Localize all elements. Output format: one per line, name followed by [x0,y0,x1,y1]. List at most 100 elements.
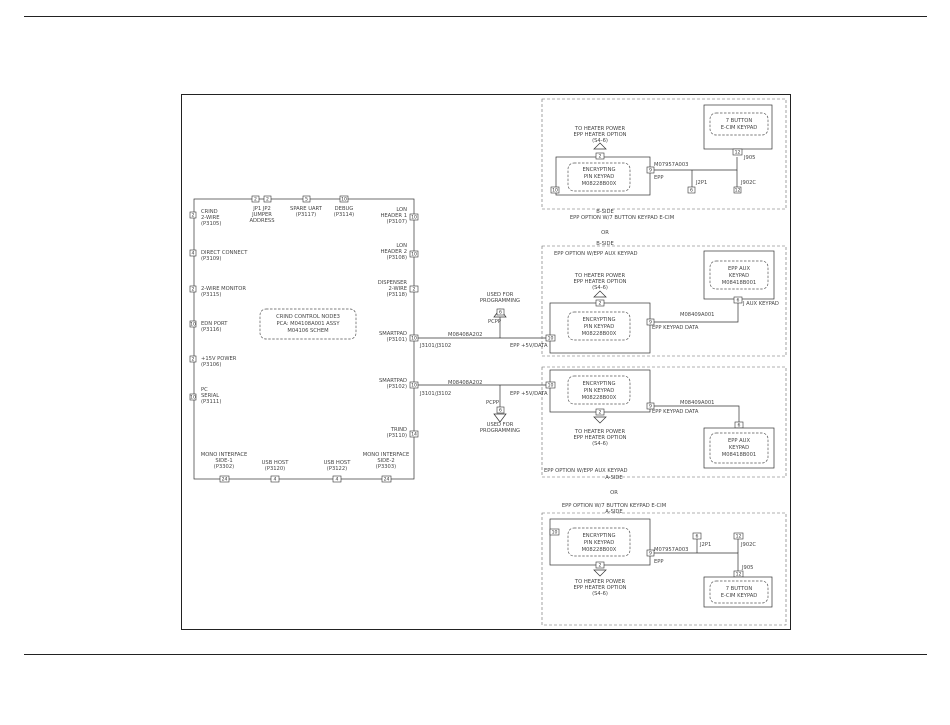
block-b-side-aux: B-SIDE EPP OPTION W/EPP AUX KEYPAD TO HE… [541,241,787,357]
port-label: (P3120) [265,466,285,472]
pin-number: 6 [737,298,740,304]
port-lon-header-1: 10 LON HEADER 1 (P3107) [380,207,419,225]
pin-number: 2 [599,410,602,416]
port-label: (P3108) [387,255,407,261]
block-title: B-SIDE [596,241,614,247]
keypad-box [703,104,773,150]
port-label: (P3106) [201,362,221,368]
epp-tag: EPP [654,559,664,565]
port-direct-connect: 4 DIRECT CONNECT (P3109) [189,249,248,262]
epp-label-box [567,375,631,405]
keypad-label-box [709,112,769,136]
port-label: HEADER 2 [380,249,407,255]
wiring-diagram-frame: CRIND CONTROL NODE3 PCA: M04108A001 ASSY… [181,94,791,630]
heater-label: (S4-6) [592,591,608,597]
pin-number: 14 [411,432,417,438]
port-debug: 10 DEBUG (P3114) [334,195,354,218]
heater-label: EPP HEATER OPTION [573,585,626,591]
block-title: EPP OPTION W/7 BUTTON KEYPAD E-CIM [570,215,674,221]
epp-label: ENCRYPTING [583,533,616,539]
connector-label: J905 [741,565,753,571]
pcpp-pin: 6 [499,408,502,414]
pin-number: 9 [649,551,652,557]
epp-label-box [567,162,631,192]
block-outline [541,98,787,210]
port-label: HEADER 1 [380,213,407,219]
pcpp-pin: 6 [499,310,502,316]
cable-part-label: M08408A202 [448,332,482,338]
epp-label-box [567,527,631,557]
port-label: SMARTPAD [379,331,407,337]
pin-number: 10 [190,322,196,328]
epp-label: M08228B00X [582,547,617,553]
port-label: JUMPER [251,212,272,218]
pin-number: 5 [305,197,308,203]
port-label: ADDRESS [249,218,274,224]
pin-number: 2 [413,287,416,293]
lower-smartpad-cable: 6 PCPP USED FOR PROGRAMMING M08408A202 J… [418,380,550,434]
block-a-side-ecim: EPP OPTION W/7 BUTTON KEYPAD E-CIM A-SID… [541,503,787,626]
aux-keypad-box [703,427,775,469]
port-usb-host-p3120: USB HOST (P3120) 4 [262,460,290,483]
port-label: TRIND [390,427,407,433]
aux-label-box [709,432,769,464]
data-label: EPP KEYPAD DATA [652,409,699,415]
heater-label: TO HEATER POWER [574,579,626,585]
port-label: (P3110) [387,433,407,439]
pin-number: 9 [649,404,652,410]
cable-connector-label: J3101/J3102 [419,391,451,397]
port-label: SIDE-2 [377,458,394,464]
epp-tag: EPP [654,175,664,181]
board-title-line: CRIND CONTROL NODE3 [276,314,340,320]
upper-smartpad-cable: 6 PCPP USED FOR PROGRAMMING M08408A202 J… [418,292,550,349]
block-outline [541,512,787,626]
keypad-label-box [709,580,769,604]
epp-label: PIN KEYPAD [584,388,614,394]
heater-label: TO HEATER POWER [574,273,626,279]
block-title: EPP OPTION W/EPP AUX KEYPAD [544,468,628,474]
port-trind: 14 TRIND (P3110) [387,427,419,439]
port-mono-interface-side-1: MONO INTERFACE SIDE-1 (P3302) 24 [201,452,248,483]
port-15v-power: 2 +15V POWER (P3106) [189,355,237,368]
cable-data-label: EPP +5V/DATA [510,391,548,397]
aux-label: EPP AUX [728,438,751,444]
connector-label: J2P1 [699,542,711,548]
epp-label: M08228B00X [582,395,617,401]
port-label: SPARE UART [290,206,323,212]
port-jumper-address: 2 2 JP1 JP2 JUMPER ADDRESS [249,195,275,224]
port-label: EDN PORT [201,321,228,327]
pin-number: 2 [266,197,269,203]
port-dispenser-2wire: 2 DISPENSER 2-WIRE (P3118) [378,280,419,298]
epp-box [549,518,651,566]
port-label: MONO INTERFACE [363,452,410,458]
epp-label: ENCRYPTING [583,317,616,323]
epp-label: PIN KEYPAD [584,174,614,180]
keypad-label: E-CIM KEYPAD [721,125,758,131]
pin-number: 2 [599,154,602,160]
heater-label: (S4-6) [592,138,608,144]
epp-label: ENCRYPTING [583,381,616,387]
used-for-label: USED FOR [487,422,514,428]
heater-label: (S4-6) [592,285,608,291]
board-title-line: PCA: M04108A001 ASSY [277,321,341,327]
port-label: LON [396,243,407,249]
or-label: OR [610,490,618,496]
pin-number: 10 [411,336,417,342]
pin-number: 2 [192,213,195,219]
board-title-line: M04106 SCHEM [287,328,328,334]
epp-label: ENCRYPTING [583,167,616,173]
heater-label: EPP HEATER OPTION [573,279,626,285]
cable-part-label: M08408A202 [448,380,482,386]
connector-label: J2P1 [695,180,707,186]
port-mono-interface-side-2: MONO INTERFACE SIDE-2 (P3303) 24 [363,452,410,483]
block-title: EPP OPTION W/7 BUTTON KEYPAD E-CIM [562,503,666,509]
port-label: (P3116) [201,327,221,333]
pin-number: 24 [384,477,390,483]
aux-keypad-box [703,250,775,300]
port-pc-serial: 10 PC SERIAL (P3111) [189,387,221,405]
port-label: (P3117) [296,212,316,218]
keypad-box [703,576,773,608]
pin-number: 2 [599,301,602,307]
cable-data-label: EPP +5V/DATA [510,343,548,349]
port-crind-2wire: 2 CRIND 2-WIRE (P3105) [189,209,221,227]
